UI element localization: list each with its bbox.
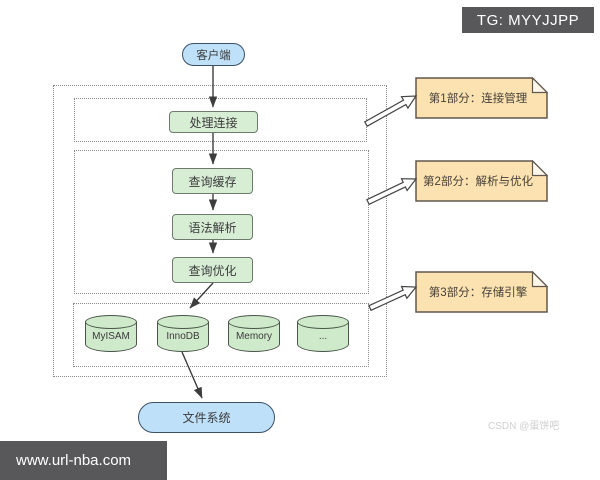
cylinder-top [228,315,280,329]
engine-cylinder-innodb: InnoDB [157,315,209,352]
server-boundary [53,85,387,377]
storage-engine-zone [73,303,369,367]
tg-badge: TG: MYYJJPP [462,7,594,33]
url-watermark-bar: www.url-nba.com [0,441,167,480]
query-optimize-node: 查询优化 [172,257,253,283]
cylinder-top [157,315,209,329]
file-system-node: 文件系统 [138,402,275,433]
note-label: 第1部分：连接管理 [428,93,528,105]
engine-cylinder-memory: Memory [228,315,280,352]
engine-cylinder-myisam: MyISAM [85,315,137,352]
engine-label: MyISAM [92,331,130,342]
note-label: 第2部分：解析与优化 [423,176,533,188]
parse-optimize-zone [74,150,369,294]
engine-label: Memory [235,331,273,342]
engine-label: ... [318,331,328,342]
csdn-watermark: CSDN @蛋饼吧 [488,421,560,432]
syntax-parse-node: 语法解析 [172,214,253,240]
query-cache-node: 查询缓存 [172,168,253,194]
cylinder-top [297,315,349,329]
engine-cylinder-ellipsis: ... [297,315,349,352]
note-label: 第3部分：存储引擎 [428,287,528,299]
note-part1-connection-management: 第1部分：连接管理 [415,77,548,119]
handle-connection-node: 处理连接 [169,111,258,133]
client-node: 客户端 [182,43,245,66]
note-part3-storage-engine: 第3部分：存储引擎 [415,271,548,313]
cylinder-top [85,315,137,329]
note-part2-parse-optimize: 第2部分：解析与优化 [415,160,548,202]
engine-label: InnoDB [166,331,200,342]
sticky-note-shape [415,77,548,119]
